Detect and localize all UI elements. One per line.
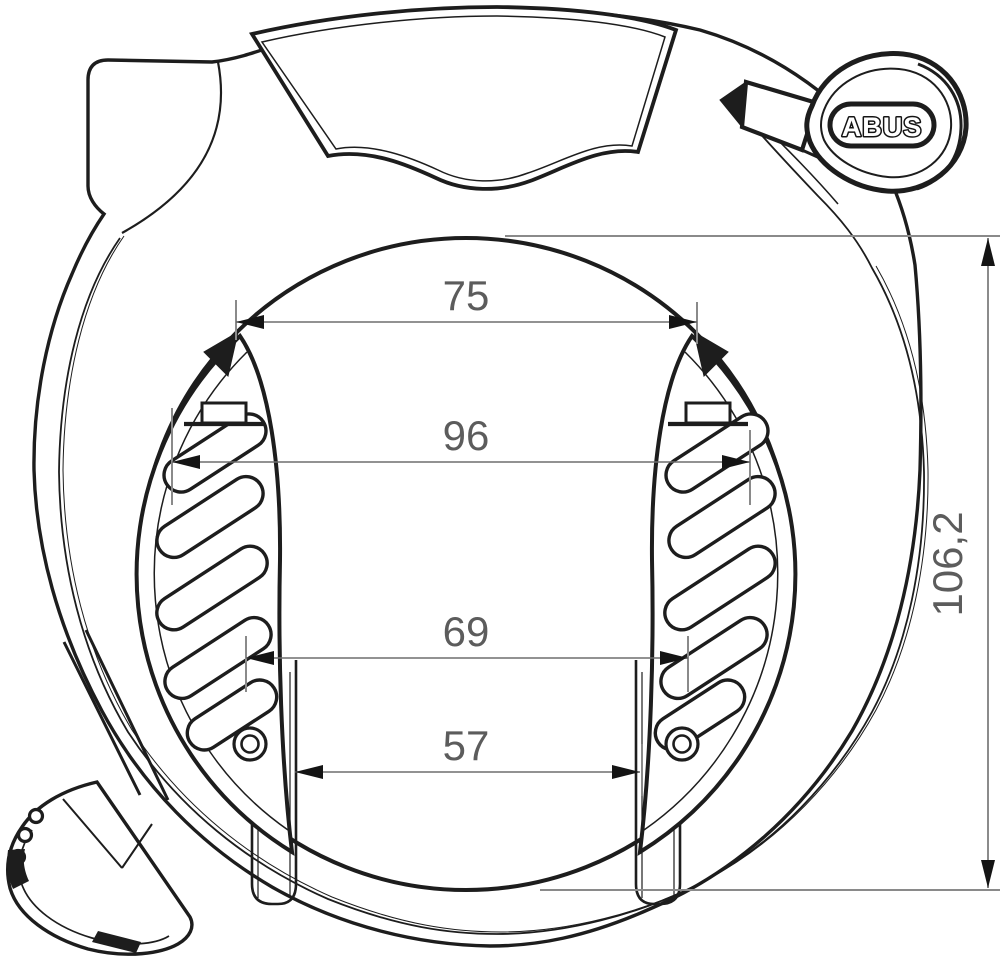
lever-arm bbox=[62, 629, 170, 801]
operating-lever bbox=[6, 629, 194, 956]
top-grip-cutout-inner-line bbox=[260, 15, 666, 182]
dim96-label: 96 bbox=[443, 412, 490, 459]
frame-inner-offset-companion bbox=[62, 235, 929, 933]
arrowhead bbox=[246, 651, 274, 665]
top-grip-cutout bbox=[248, 5, 679, 191]
left-shield-clip bbox=[184, 401, 264, 427]
dim69-ticks bbox=[245, 636, 689, 692]
left-shield bbox=[134, 330, 295, 856]
dimension-annotations: 75 96 69 57 106,2 bbox=[171, 235, 1000, 891]
right-clip-tab bbox=[684, 401, 732, 425]
brand-logo-text: ABUS bbox=[842, 112, 923, 142]
arrowhead bbox=[669, 315, 697, 329]
key: ABUS bbox=[719, 51, 969, 205]
dim57-label: 57 bbox=[443, 722, 490, 769]
ventilation-slot bbox=[163, 615, 273, 701]
dim-height-label: 106,2 bbox=[924, 511, 971, 616]
left-shield-inner-arc bbox=[153, 351, 289, 831]
left-clip-tab bbox=[200, 401, 248, 425]
mount-tab-inner-edge bbox=[121, 61, 223, 234]
brand-badge bbox=[827, 101, 937, 149]
ventilation-slot bbox=[155, 474, 265, 560]
arrowhead bbox=[295, 765, 323, 779]
right-screw-icon bbox=[664, 726, 700, 762]
lever-bottom-highlight bbox=[92, 931, 141, 953]
dim96-ticks bbox=[171, 408, 751, 505]
ventilation-slot bbox=[162, 412, 268, 494]
right-shield bbox=[637, 330, 798, 856]
lever-grip-bump bbox=[16, 826, 34, 844]
dim75-label: 75 bbox=[443, 272, 490, 319]
arrowhead bbox=[660, 651, 688, 665]
arrowhead bbox=[612, 765, 640, 779]
left-shield-top-tip bbox=[203, 330, 239, 377]
key-bow-right-arc bbox=[916, 62, 963, 191]
right-bolt-channel bbox=[634, 648, 682, 906]
arrowhead bbox=[981, 238, 995, 266]
arrowhead bbox=[722, 455, 750, 469]
arrowhead bbox=[236, 315, 264, 329]
lever-body bbox=[6, 780, 194, 956]
frame-inner-offset bbox=[58, 129, 925, 935]
lever-top-inner-line bbox=[103, 792, 183, 907]
arrowhead bbox=[172, 455, 200, 469]
ventilation-slot bbox=[663, 544, 777, 632]
ventilation-slot bbox=[155, 544, 269, 632]
ventilation-slot bbox=[667, 474, 777, 560]
right-shield-inner-arc bbox=[643, 351, 779, 831]
right-shield-top-tip bbox=[693, 330, 729, 377]
left-bolt-channel bbox=[250, 648, 298, 906]
bolt-channels bbox=[250, 648, 682, 906]
lever-edge-highlight bbox=[7, 849, 29, 889]
dim75-ticks bbox=[235, 300, 698, 344]
lever-facet-lines bbox=[62, 798, 153, 869]
lever-grip-bump bbox=[27, 807, 45, 825]
right-shield-clip bbox=[668, 401, 748, 427]
dim69-label: 69 bbox=[443, 608, 490, 655]
left-screw-icon bbox=[232, 726, 268, 762]
key-bow-inner-line bbox=[820, 67, 953, 179]
arrowhead bbox=[981, 860, 995, 888]
